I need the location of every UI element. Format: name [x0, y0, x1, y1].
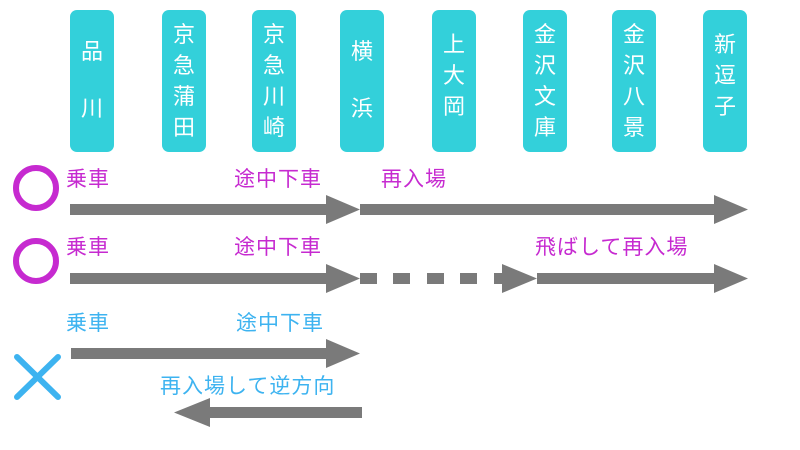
ok-circle-icon: [13, 165, 59, 211]
station-char: 岡: [442, 95, 465, 120]
ng-cross-icon: [14, 354, 61, 400]
station-char: 京: [172, 23, 195, 48]
station-keikyu-kamata: 京 急 蒲 田: [162, 10, 206, 152]
station-char: 庫: [533, 116, 556, 141]
station-char: 金: [622, 23, 645, 48]
label-reenter: 再入場: [381, 167, 447, 191]
station-shinzushi: 新 逗 子: [703, 10, 747, 152]
label-reenter: 飛ばして再入場: [535, 235, 689, 259]
station-char: 景: [622, 116, 645, 141]
arrow-row3-board-to-stopover: [71, 339, 360, 368]
station-char: 急: [172, 54, 195, 79]
arrow-row2-board-to-stopover: [70, 264, 360, 293]
station-char: 崎: [262, 116, 285, 141]
station-char: 急: [262, 54, 285, 79]
station-char: 沢: [622, 54, 645, 79]
station-char: 品: [80, 40, 103, 65]
station-char: 横: [350, 40, 373, 65]
arrow-row2-reenter: [537, 264, 748, 293]
arrow-row1-reenter: [360, 195, 748, 224]
station-shinagawa: 品 川: [70, 10, 114, 152]
arrow-row2-skipped-dashed: [360, 264, 537, 293]
label-reenter: 再入場して逆方向: [160, 374, 336, 398]
station-char: 大: [442, 64, 465, 89]
station-char: 八: [622, 85, 645, 110]
station-char: 蒲: [172, 85, 195, 110]
label-stopover: 途中下車: [234, 167, 322, 191]
ok-circle-icon: [13, 238, 59, 284]
station-yokohama: 横 浜: [340, 10, 384, 152]
station-char: 子: [713, 95, 736, 120]
label-stopover: 途中下車: [234, 235, 322, 259]
station-char: 京: [262, 23, 285, 48]
station-char: 逗: [713, 64, 736, 89]
arrow-row1-board-to-stopover: [70, 195, 360, 224]
station-kanazawa-hakkei: 金 沢 八 景: [612, 10, 656, 152]
station-char: 田: [172, 116, 195, 141]
station-char: 上: [442, 33, 465, 58]
arrow-row3-reverse: [174, 398, 362, 427]
label-board: 乗車: [66, 235, 110, 259]
station-kamiooka: 上 大 岡: [432, 10, 476, 152]
station-keikyu-kawasaki: 京 急 川 崎: [252, 10, 296, 152]
station-char: 新: [713, 33, 736, 58]
label-board: 乗車: [66, 311, 110, 335]
station-char: 川: [262, 85, 285, 110]
station-kanazawa-bunko: 金 沢 文 庫: [523, 10, 567, 152]
label-board: 乗車: [66, 167, 110, 191]
label-stopover: 途中下車: [236, 311, 324, 335]
station-char: 金: [533, 23, 556, 48]
station-char: 川: [80, 97, 103, 122]
station-char: 沢: [533, 54, 556, 79]
station-char: 文: [533, 85, 556, 110]
station-char: 浜: [350, 97, 373, 122]
